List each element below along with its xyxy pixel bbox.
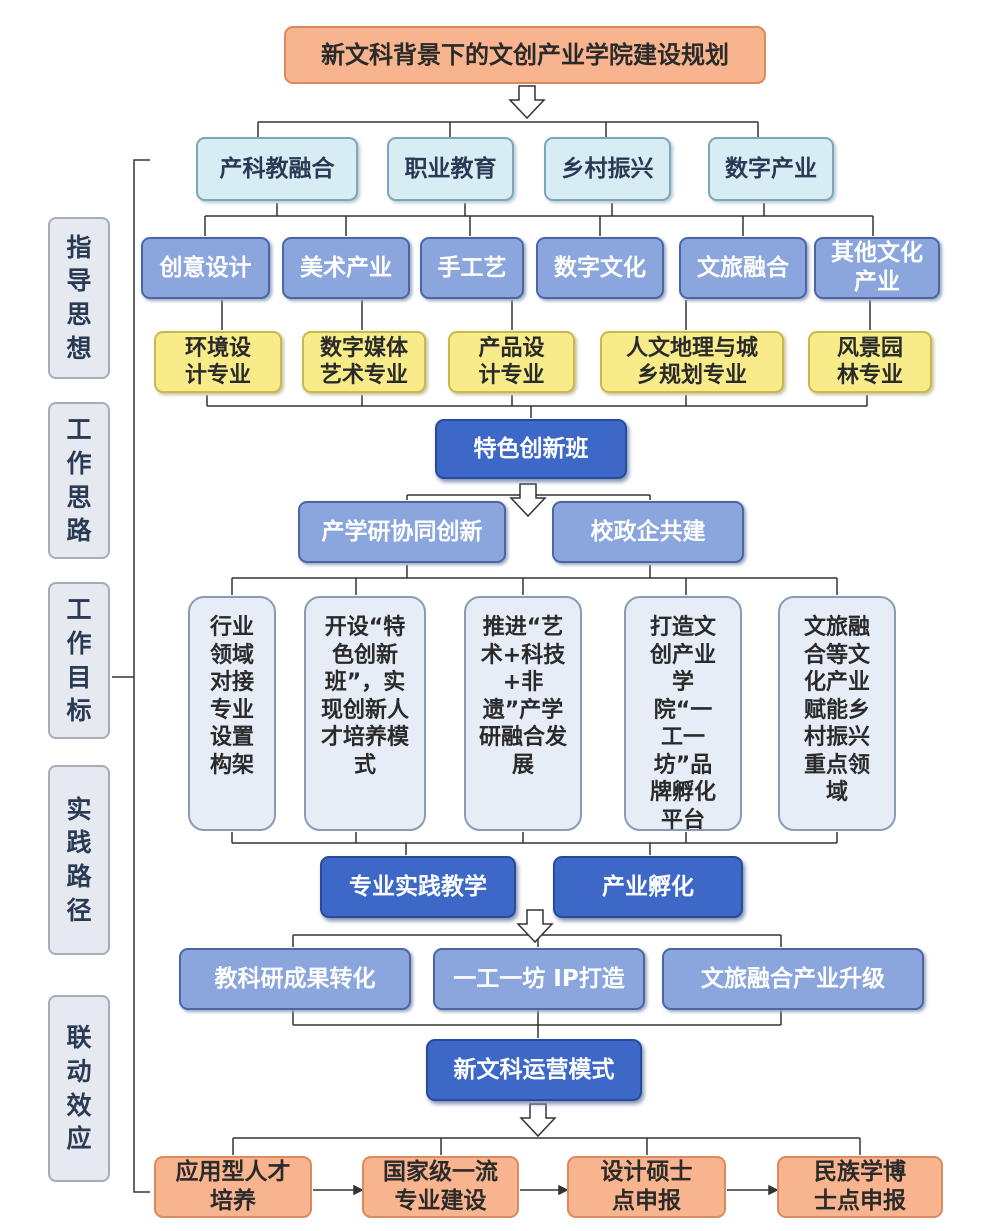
node-professional-practice-teaching: 专业实践教学 — [320, 856, 516, 918]
node-operation-model: 新文科运营模式 — [426, 1039, 642, 1101]
sidebar-work-goals: 工作目标 — [48, 582, 110, 739]
pillar-culture-tourism-rural: 文旅融合等文化产业赋能乡村振兴重点领域 — [778, 596, 896, 831]
outcome-design-master: 设计硕士点申报 — [567, 1156, 726, 1218]
node-culture-tourism-fusion: 文旅融合 — [679, 237, 807, 299]
outcome-applied-talent: 应用型人才培养 — [154, 1156, 312, 1218]
sidebar-linkage-effect: 联动效应 — [48, 995, 110, 1182]
pillar-art-tech-heritage: 推进“艺术+科技+非遗”产学研融合发展 — [464, 596, 582, 831]
outcome-national-major: 国家级一流专业建设 — [362, 1156, 519, 1218]
node-handicraft: 手工艺 — [420, 237, 524, 299]
node-industry-research-collaboration: 产学研协同创新 — [298, 501, 506, 563]
major-digital-media-art: 数字媒体艺术专业 — [302, 331, 426, 393]
sidebar-practice-path: 实践路径 — [48, 765, 110, 955]
node-special-innovation-class: 特色创新班 — [435, 419, 627, 479]
node-digital-culture: 数字文化 — [536, 237, 664, 299]
major-landscape-architecture: 风景园林专业 — [808, 331, 932, 393]
pillar-special-class: 开设“特色创新班”，实现创新人才培养模式 — [304, 596, 426, 831]
node-industry-education-fusion: 产科教融合 — [196, 137, 358, 201]
node-digital-industry: 数字产业 — [708, 137, 834, 201]
node-tourism-upgrade: 文旅融合产业升级 — [662, 948, 924, 1010]
pillar-industry-docking: 行业领域对接专业设置构架 — [188, 596, 276, 831]
node-art-industry: 美术产业 — [282, 237, 410, 299]
node-rural-revitalization: 乡村振兴 — [544, 137, 671, 201]
major-product-design: 产品设计专业 — [448, 331, 575, 393]
node-school-gov-enterprise: 校政企共建 — [552, 501, 744, 563]
title-box: 新文科背景下的文创产业学院建设规划 — [284, 26, 766, 84]
major-human-geography-planning: 人文地理与城乡规划专业 — [600, 331, 784, 393]
sidebar-work-approach: 工作思路 — [48, 402, 110, 559]
node-other-cultural-industries: 其他文化产业 — [814, 237, 940, 299]
major-environmental-design: 环境设计专业 — [154, 331, 282, 393]
node-research-transfer: 教科研成果转化 — [179, 948, 411, 1010]
node-ip-building: 一工一坊 IP打造 — [433, 948, 645, 1010]
outcome-ethnology-doctor: 民族学博士点申报 — [777, 1156, 943, 1218]
node-creative-design: 创意设计 — [141, 237, 270, 299]
node-industry-incubation: 产业孵化 — [553, 856, 743, 918]
node-vocational-education: 职业教育 — [387, 137, 514, 201]
sidebar-guiding-ideology: 指导思想 — [48, 217, 110, 379]
pillar-brand-incubation: 打造文创产业学院“一工一坊”品牌孵化平台 — [624, 596, 742, 833]
